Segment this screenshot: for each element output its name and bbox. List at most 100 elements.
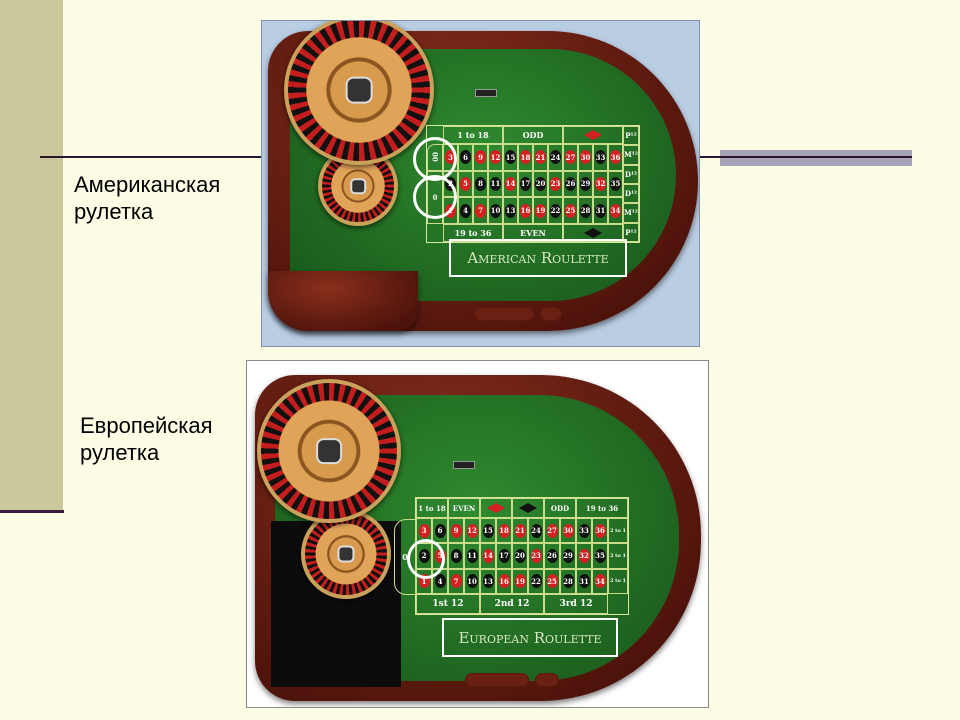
number-cell-9[interactable]: 9 bbox=[473, 144, 488, 171]
number-cell-14[interactable]: 14 bbox=[480, 543, 496, 569]
number-cell-28[interactable]: 28 bbox=[560, 568, 576, 594]
red-bet[interactable] bbox=[480, 498, 512, 518]
dozen-bet[interactable]: 3rd 12 bbox=[544, 594, 608, 614]
side-bet[interactable]: P¹² bbox=[623, 126, 639, 146]
bet-even[interactable]: EVEN bbox=[503, 223, 563, 242]
bet-1-to-18[interactable]: 1 to 18 bbox=[416, 498, 448, 518]
dozen-bet[interactable]: 2nd 12 bbox=[480, 594, 544, 614]
number-cell-12[interactable]: 12 bbox=[464, 518, 480, 544]
number-cell-32[interactable]: 32 bbox=[593, 170, 608, 198]
bet-1-to-18[interactable]: 1 to 18 bbox=[443, 126, 503, 144]
number-label: 16 bbox=[498, 574, 510, 589]
bet-even[interactable]: EVEN bbox=[448, 498, 480, 518]
number-cell-7[interactable]: 7 bbox=[448, 568, 464, 594]
number-cell-16[interactable]: 16 bbox=[518, 197, 533, 224]
side-bet[interactable]: M¹² bbox=[623, 145, 639, 165]
number-cell-35[interactable]: 35 bbox=[608, 170, 623, 198]
number-cell-24[interactable]: 24 bbox=[528, 518, 544, 544]
number-cell-22[interactable]: 22 bbox=[528, 568, 544, 594]
number-cell-25[interactable]: 25 bbox=[563, 197, 578, 224]
number-cell-30[interactable]: 30 bbox=[578, 144, 593, 171]
number-label: 15 bbox=[505, 150, 516, 165]
number-cell-7[interactable]: 7 bbox=[473, 197, 488, 224]
number-cell-14[interactable]: 14 bbox=[503, 170, 518, 198]
number-cell-28[interactable]: 28 bbox=[578, 197, 593, 224]
number-cell-20[interactable]: 20 bbox=[533, 170, 548, 198]
number-cell-34[interactable]: 34 bbox=[592, 568, 608, 594]
bet-19-to-36[interactable]: 19 to 36 bbox=[576, 498, 628, 518]
number-cell-33[interactable]: 33 bbox=[593, 144, 608, 171]
number-cell-19[interactable]: 19 bbox=[512, 568, 528, 594]
number-cell-27[interactable]: 27 bbox=[544, 518, 560, 544]
number-label: 12 bbox=[466, 523, 478, 538]
number-cell-24[interactable]: 24 bbox=[548, 144, 563, 171]
number-cell-17[interactable]: 17 bbox=[496, 543, 512, 569]
number-label: 13 bbox=[482, 574, 494, 589]
number-cell-6[interactable]: 6 bbox=[432, 518, 448, 544]
number-cell-17[interactable]: 17 bbox=[518, 170, 533, 198]
side-bet[interactable]: M¹² bbox=[623, 203, 639, 223]
bet-odd[interactable]: ODD bbox=[544, 498, 576, 518]
column-bet[interactable]: 2 to 1 bbox=[608, 518, 628, 544]
number-cell-21[interactable]: 21 bbox=[512, 518, 528, 544]
number-cell-31[interactable]: 31 bbox=[593, 197, 608, 224]
number-cell-30[interactable]: 30 bbox=[560, 518, 576, 544]
number-cell-29[interactable]: 29 bbox=[560, 543, 576, 569]
number-label: 32 bbox=[578, 548, 590, 563]
bet-odd[interactable]: ODD bbox=[503, 126, 563, 144]
number-cell-5[interactable]: 5 bbox=[458, 170, 473, 198]
number-cell-8[interactable]: 8 bbox=[473, 170, 488, 198]
side-bet[interactable]: P¹² bbox=[623, 222, 639, 242]
number-cell-13[interactable]: 13 bbox=[480, 568, 496, 594]
number-cell-31[interactable]: 31 bbox=[576, 568, 592, 594]
number-cell-11[interactable]: 11 bbox=[464, 543, 480, 569]
number-cell-10[interactable]: 10 bbox=[488, 197, 503, 224]
number-cell-15[interactable]: 15 bbox=[480, 518, 496, 544]
number-cell-23[interactable]: 23 bbox=[528, 543, 544, 569]
red-bet[interactable] bbox=[563, 126, 623, 144]
side-bet[interactable]: D¹² bbox=[623, 164, 639, 184]
number-cell-27[interactable]: 27 bbox=[563, 144, 578, 171]
number-cell-13[interactable]: 13 bbox=[503, 197, 518, 224]
number-label: 17 bbox=[520, 176, 531, 191]
dozen-bet[interactable]: 1st 12 bbox=[416, 594, 480, 614]
number-label: 35 bbox=[594, 548, 606, 563]
number-cell-36[interactable]: 36 bbox=[592, 518, 608, 544]
number-cell-29[interactable]: 29 bbox=[578, 170, 593, 198]
red-diamond-icon bbox=[584, 130, 602, 140]
number-cell-10[interactable]: 10 bbox=[464, 568, 480, 594]
number-cell-18[interactable]: 18 bbox=[518, 144, 533, 171]
number-cell-18[interactable]: 18 bbox=[496, 518, 512, 544]
black-bet[interactable] bbox=[512, 498, 544, 518]
number-cell-25[interactable]: 25 bbox=[544, 568, 560, 594]
number-cell-26[interactable]: 26 bbox=[544, 543, 560, 569]
number-cell-33[interactable]: 33 bbox=[576, 518, 592, 544]
number-cell-21[interactable]: 21 bbox=[533, 144, 548, 171]
american-caption: Американская рулетка bbox=[74, 172, 221, 224]
number-cell-32[interactable]: 32 bbox=[576, 543, 592, 569]
side-bet[interactable]: D¹² bbox=[623, 183, 639, 204]
number-cell-8[interactable]: 8 bbox=[448, 543, 464, 569]
number-cell-26[interactable]: 26 bbox=[563, 170, 578, 198]
black-bet[interactable] bbox=[563, 223, 623, 242]
number-cell-22[interactable]: 22 bbox=[548, 197, 563, 224]
number-cell-6[interactable]: 6 bbox=[458, 144, 473, 171]
number-cell-11[interactable]: 11 bbox=[488, 170, 503, 198]
column-bet[interactable]: 2 to 1 bbox=[608, 543, 628, 569]
number-cell-12[interactable]: 12 bbox=[488, 144, 503, 171]
number-cell-23[interactable]: 23 bbox=[548, 170, 563, 198]
number-cell-15[interactable]: 15 bbox=[503, 144, 518, 171]
column-bet[interactable]: 2 to 1 bbox=[608, 568, 628, 594]
number-cell-35[interactable]: 35 bbox=[592, 543, 608, 569]
number-cell-20[interactable]: 20 bbox=[512, 543, 528, 569]
number-cell-9[interactable]: 9 bbox=[448, 518, 464, 544]
black-diamond-icon bbox=[584, 227, 602, 238]
number-cell-4[interactable]: 4 bbox=[458, 197, 473, 224]
number-cell-34[interactable]: 34 bbox=[608, 197, 623, 224]
number-cell-36[interactable]: 36 bbox=[608, 144, 623, 171]
number-label: 20 bbox=[535, 176, 546, 191]
number-cell-19[interactable]: 19 bbox=[533, 197, 548, 224]
bet-19-to-36[interactable]: 19 to 36 bbox=[443, 223, 503, 242]
number-cell-16[interactable]: 16 bbox=[496, 568, 512, 594]
